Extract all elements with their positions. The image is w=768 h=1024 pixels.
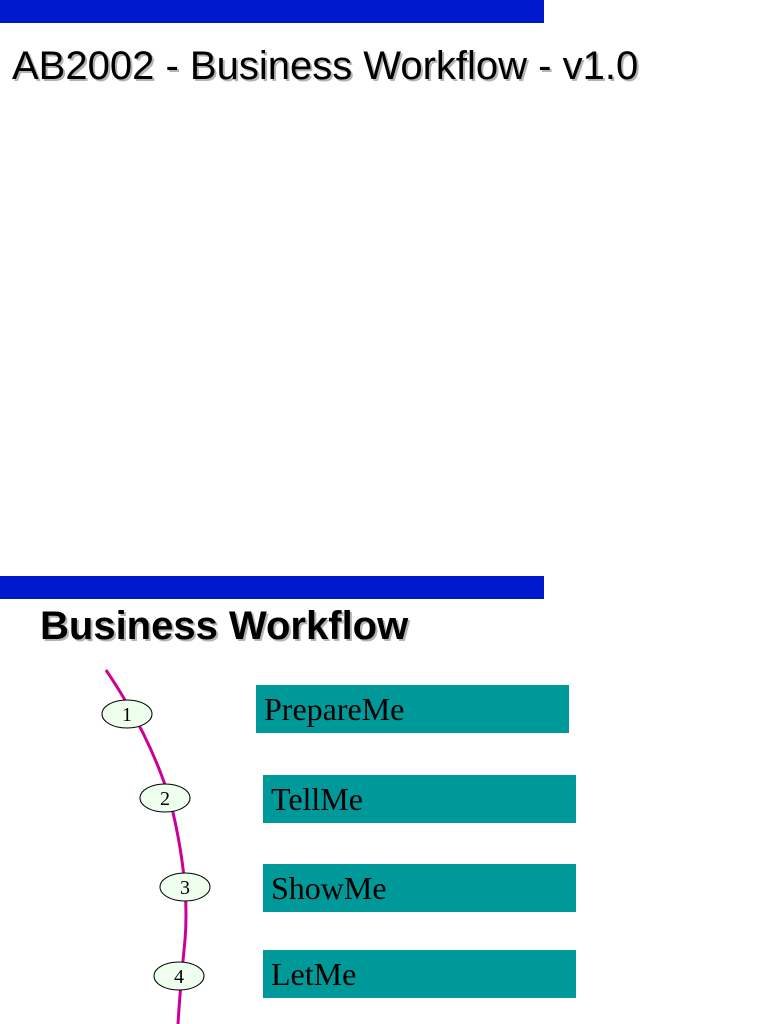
step-number-2: 2: [160, 788, 170, 810]
workflow-diagram: 1 2 3 4: [101, 669, 211, 1024]
step-box-tellme: TellMe: [263, 775, 576, 823]
step-number-4: 4: [174, 966, 184, 988]
step-box-letme: LetMe: [263, 950, 576, 998]
step-box-prepareme: PrepareMe: [256, 685, 569, 733]
step-number-1: 1: [122, 704, 132, 726]
section-title: Business Workflow: [40, 604, 409, 648]
step-number-3: 3: [180, 877, 190, 899]
section-divider-bar: [0, 576, 544, 599]
step-node-1: 1: [101, 699, 153, 729]
page-title: AB2002 - Business Workflow - v1.0: [12, 44, 639, 88]
top-divider-bar: [0, 0, 544, 23]
step-node-4: 4: [153, 961, 205, 991]
step-box-showme: ShowMe: [263, 864, 576, 912]
step-node-3: 3: [159, 872, 211, 902]
step-node-2: 2: [139, 783, 191, 813]
